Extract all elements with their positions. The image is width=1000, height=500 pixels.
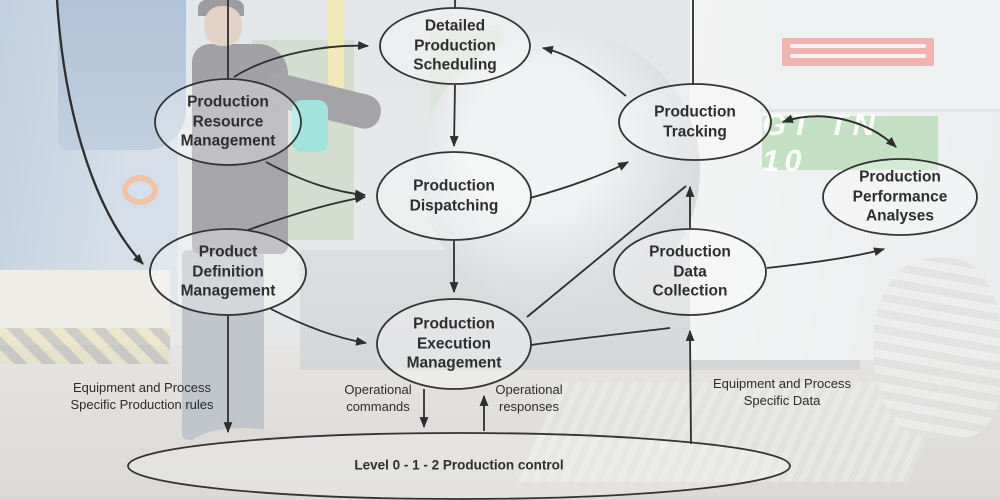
edge-tracking-to-scheduling <box>541 45 627 97</box>
edge-offscreen-to-product-definition <box>55 0 144 265</box>
edge-resource-to-dispatching <box>265 161 367 199</box>
edge-dispatching-to-tracking <box>529 161 629 199</box>
node-ellipse-production-performance-analyses <box>822 158 978 236</box>
edge-tracking-to-performance <box>782 115 897 148</box>
edge-scheduling-to-dispatching <box>449 84 459 148</box>
edge-product-definition-to-dispatching <box>247 194 367 231</box>
node-ellipse-production-execution-management <box>376 298 532 390</box>
node-ellipse-level-production-control <box>127 432 791 500</box>
edge-performance-to-tracking <box>781 114 897 148</box>
edge-execution-to-tracking <box>526 185 687 318</box>
node-ellipse-detailed-production-scheduling <box>379 7 531 85</box>
node-ellipse-production-dispatching <box>376 151 532 241</box>
node-ellipse-production-resource-management <box>154 78 302 166</box>
edge-execution-to-data-collection <box>530 327 671 346</box>
edge-data-collection-to-performance <box>766 247 886 269</box>
edge-resource-to-scheduling <box>233 41 370 78</box>
edge-level-to-data-collection <box>685 329 695 445</box>
node-ellipse-production-tracking <box>618 83 772 161</box>
edge-product-definition-to-execution <box>270 308 368 346</box>
node-ellipse-product-definition-management <box>149 228 307 316</box>
node-ellipse-production-data-collection <box>613 228 767 316</box>
